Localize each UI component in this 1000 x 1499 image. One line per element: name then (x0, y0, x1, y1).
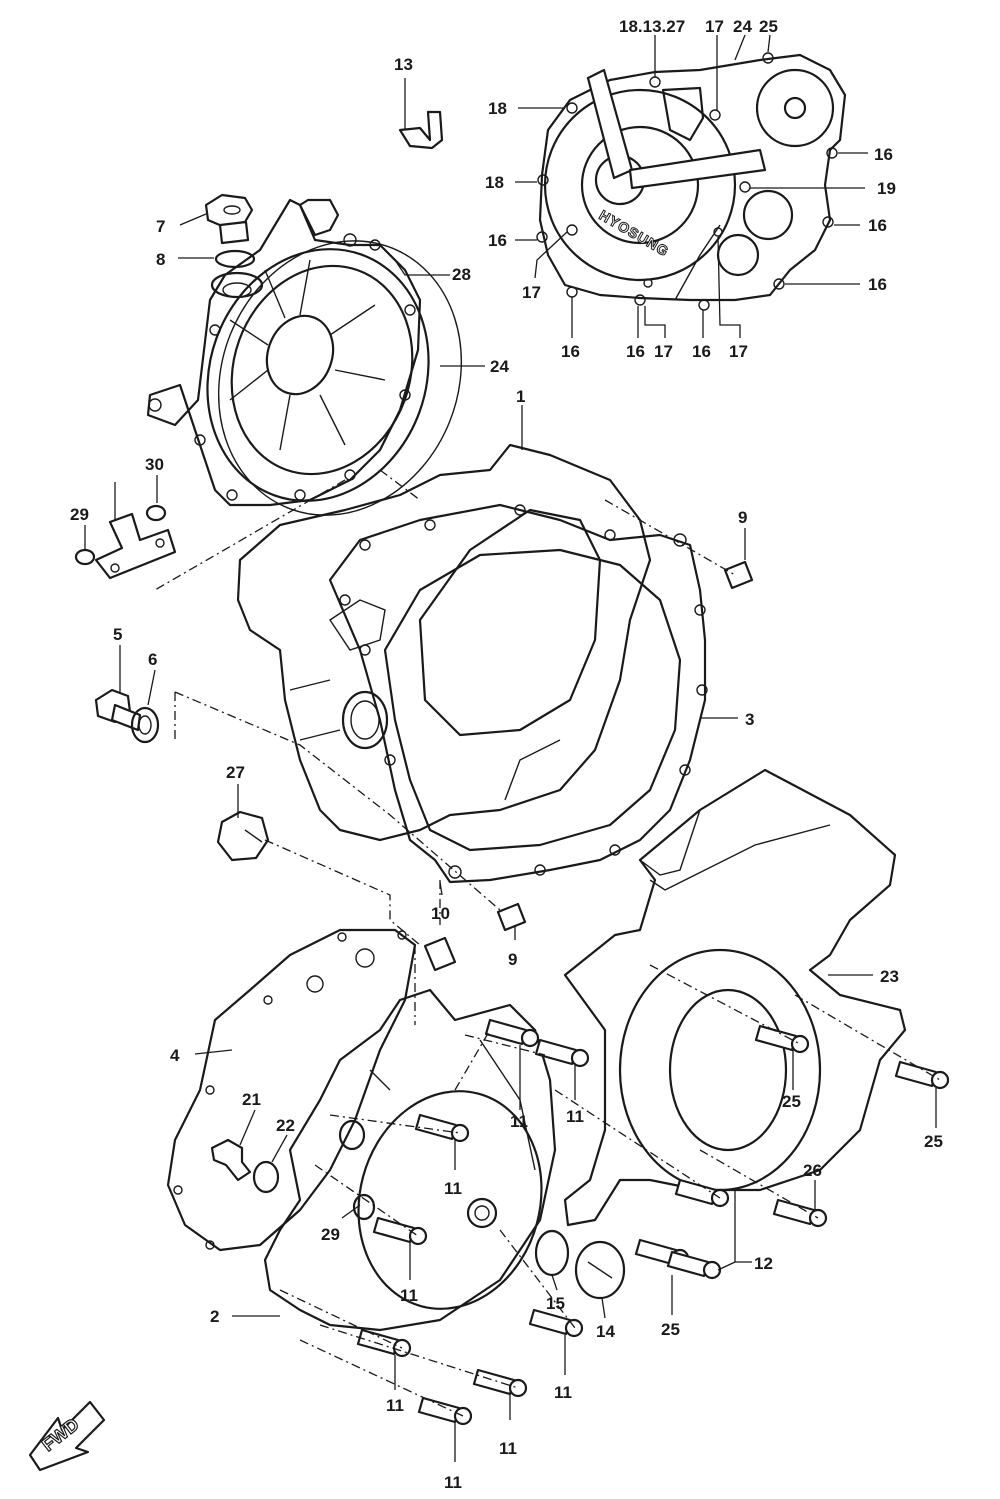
callout-21: 22 (276, 1116, 295, 1135)
callout-23: 24 (490, 357, 509, 376)
callout-25-c: 25 (924, 1132, 943, 1151)
callout-12: 12 (754, 1254, 773, 1273)
callout-1: 1 (516, 387, 525, 406)
alignment-lines (154, 469, 941, 1417)
oil-filler-o-ring (214, 249, 256, 269)
dowel-pin-cover (423, 936, 457, 972)
callout-18-a: 18 (488, 99, 507, 118)
callout-11-g: 11 (499, 1439, 517, 1458)
callout-9-lower: 9 (508, 950, 517, 969)
drain-washer (130, 706, 160, 744)
callout-22: 23 (880, 967, 899, 986)
callout-11-h: 11 (444, 1473, 462, 1492)
washer-29-left (74, 548, 96, 566)
callout-11-d: 11 (400, 1286, 418, 1305)
callout-24-b: 25 (759, 17, 778, 36)
callout-11-f: 11 (554, 1383, 572, 1402)
callout-14: 14 (596, 1322, 615, 1341)
callout-8: 8 (156, 250, 165, 269)
generator-cover-gasket (217, 240, 463, 516)
callout-11-c: 11 (444, 1179, 462, 1198)
callout-28: 29 (321, 1225, 340, 1244)
callout-4: 4 (170, 1046, 180, 1065)
bracket-plate (94, 512, 177, 580)
engine-shroud (563, 768, 907, 1227)
callout-16-c: 16 (868, 216, 887, 235)
callout-13: 13 (394, 55, 413, 74)
lower-cover-gasket (166, 928, 417, 1252)
callout-3: 3 (745, 710, 754, 729)
generator-cover (146, 198, 430, 507)
dowel-pin-lower (496, 902, 527, 932)
callout-11-b: 11 (566, 1107, 584, 1126)
callout-24-a: 24 (733, 17, 752, 36)
callout-10: 10 (431, 904, 450, 923)
callout-16-b: 16 (874, 145, 893, 164)
clip-bracket (398, 110, 444, 150)
callout-5: 5 (113, 625, 122, 644)
bolt-set (356, 1018, 950, 1426)
fwd-arrow-icon: FWD (28, 1400, 106, 1472)
callout-20: 21 (242, 1090, 261, 1109)
callout-19: 19 (877, 179, 896, 198)
callout-17-left: 17 (522, 283, 541, 302)
callout-11-e: 11 (386, 1396, 404, 1415)
callout-16-g: 16 (692, 342, 711, 361)
callout-29-right: 30 (145, 455, 164, 474)
dowel-pin-upper (723, 560, 754, 590)
callout-17-d: 17 (729, 342, 748, 361)
callout-18-13-27: 18.13.27 (619, 17, 685, 36)
callout-15: 15 (546, 1294, 565, 1313)
callout-25-a: 25 (661, 1320, 680, 1339)
callout-2: 2 (210, 1307, 219, 1326)
callout-9-upper: 9 (738, 508, 747, 527)
leader-lines (84, 34, 937, 1462)
cover-drain-washer (252, 1160, 280, 1194)
callout-17-top: 17 (705, 17, 724, 36)
callout-17-c: 17 (654, 342, 673, 361)
plug-o-ring (534, 1229, 570, 1277)
oil-filler-cap (204, 193, 254, 245)
callout-16-d: 16 (868, 275, 887, 294)
callout-11-a: 11 (510, 1112, 528, 1131)
callout-16-a: 16 (488, 231, 507, 250)
callout-25-b: 25 (782, 1092, 801, 1111)
callout-6: 6 (148, 650, 157, 669)
callout-29-left: 29 (70, 505, 89, 524)
washer-29-right (145, 504, 167, 522)
crankcase-body (236, 443, 652, 842)
callout-7: 7 (156, 217, 165, 236)
crankcase-gasket (328, 503, 708, 884)
callout-labels: 13 7 8 28 24 1 9 3 5 6 27 29 30 10 9 23 … (70, 17, 943, 1492)
callout-16-f: 16 (626, 342, 645, 361)
callout-16-e: 16 (561, 342, 580, 361)
callout-25-d: 26 (803, 1161, 822, 1180)
cover-drain-bolt (210, 1138, 252, 1182)
callout-27: 28 (452, 265, 471, 284)
callout-26: 27 (226, 763, 245, 782)
lower-engine-cover (263, 988, 557, 1332)
drain-bolt (94, 688, 142, 732)
callout-18-b: 18 (485, 173, 504, 192)
clutch-cover-outer: HYOSUNG (536, 52, 847, 311)
sprocket-part (216, 810, 270, 862)
